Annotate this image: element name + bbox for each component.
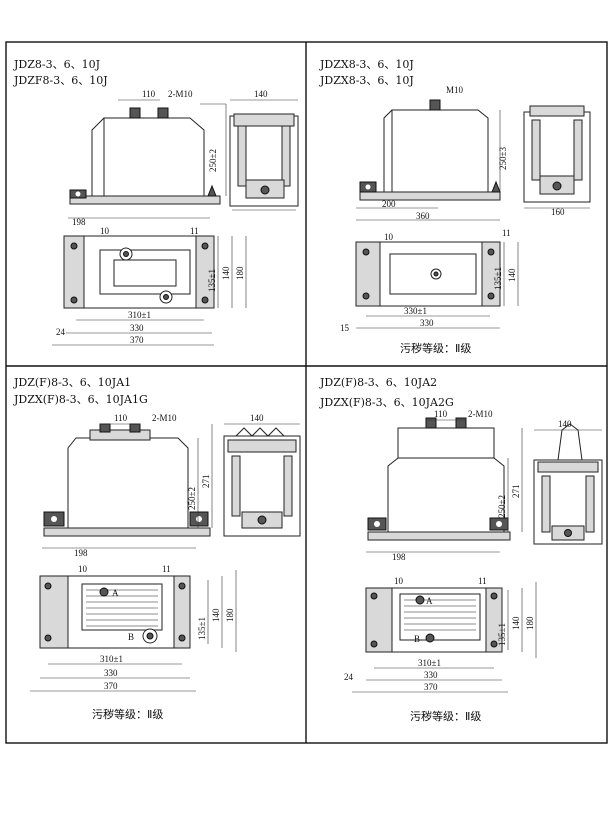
panel-2-dim-360: 360 [416,211,430,221]
panel-3-dim-180: 180 [225,608,235,622]
panel-2-side-view [523,105,591,209]
panel-2-dim-135: 135±1 [493,267,503,290]
panel-4-dim-24: 24 [344,672,354,682]
panel-3-mark-a: A [112,588,119,598]
panel-3-dim-11: 11 [162,564,171,574]
panel-1-model-2: JDZF8-3、6、10J [13,74,108,87]
panel-4-dim-271: 271 [511,485,521,499]
panel-4-mark-a: A [426,596,433,606]
panel-4-mark-b: B [414,634,420,644]
panel-3-dim-250: 250±2 [187,487,197,510]
panel-1-dim-10: 10 [100,226,110,236]
panel-2-dim-11: 11 [502,228,511,238]
panel-4-plan-view [365,587,503,653]
panel-3-dim-140: 140 [250,413,264,423]
panel-3-dim-370: 370 [104,681,118,691]
panel-1-dim-135: 135±1 [207,269,217,292]
panel-1-side-view [229,113,299,211]
panel-1-dim-180: 180 [235,266,245,280]
panel-2-grade: 污秽等级：Ⅱ级 [400,341,471,355]
panel-3-dim-140b: 140 [211,608,221,622]
panel-2-dim-m10: M10 [446,85,464,95]
panel-1-dim-330: 330 [130,323,144,333]
panel-4-model-1: JDZ(F)8-3、6、10JA2 [319,376,437,389]
panel-3-dim-271: 271 [201,475,211,489]
panel-1-dim-198: 198 [72,217,86,227]
panel-1-dim-110: 110 [142,89,156,99]
panel-4-front-view [367,417,511,541]
panel-1-dim-370: 370 [130,335,144,345]
panel-2-dim-15: 15 [340,323,350,333]
panel-2-dim-160: 160 [551,207,565,217]
panel-1: JDZ8-3、6、10J JDZF8-3、6、10J 110 2-M10 250… [13,58,299,346]
panel-4-dim-140: 140 [558,419,572,429]
panel-3-dim-310: 310±1 [100,654,123,664]
panel-3: JDZ(F)8-3、6、10JA1 JDZX(F)8-3、6、10JA1G 11… [13,376,301,721]
panel-4-dim-310: 310±1 [418,658,441,668]
panel-3-dim-10: 10 [78,564,88,574]
panel-1-dim-250: 250±2 [208,149,218,172]
panel-2-front-view [359,99,501,201]
panel-1-dim-310: 310±1 [128,310,151,320]
panel-2-dim-200: 200 [382,199,396,209]
panel-3-dim-2m10: 2-M10 [152,413,177,423]
panel-1-model-1: JDZ8-3、6、10J [13,58,100,71]
panel-4-dim-330: 330 [424,670,438,680]
panel-4: JDZ(F)8-3、6、10JA2 JDZX(F)8-3、6、10JA2G 11… [319,376,603,723]
panel-3-dim-330: 330 [104,668,118,678]
panel-2-dim-250: 250±3 [498,147,508,170]
panel-4-grade: 污秽等级：Ⅱ级 [410,709,481,723]
panel-1-dim-2m10: 2-M10 [168,89,193,99]
panel-4-dim-370: 370 [424,682,438,692]
panel-2-model-2: JDZX8-3、6、10J [319,74,414,87]
panel-2-model-1: JDZX8-3、6、10J [319,58,414,71]
panel-3-front-view [43,423,211,537]
panel-4-dim-10: 10 [394,576,404,586]
panel-3-mark-b: B [128,632,134,642]
panel-4-dim-135: 135±1 [497,623,507,646]
panel-4-model-2: JDZX(F)8-3、6、10JA2G [319,396,454,409]
panel-4-dim-110: 110 [434,409,448,419]
panel-3-model-2: JDZX(F)8-3、6、10JA1G [13,393,148,406]
panel-4-dim-2m10: 2-M10 [468,409,493,419]
panel-2-dim-10: 10 [384,232,394,242]
panel-4-dim-180: 180 [525,616,535,630]
panel-3-plan-view [39,575,191,649]
panel-4-dim-140b: 140 [511,616,521,630]
panel-1-dim-140: 140 [254,89,268,99]
panel-4-dim-250: 250±2 [497,495,507,518]
panel-3-dim-135: 135±1 [197,617,207,640]
panel-3-dim-110: 110 [114,413,128,423]
panel-3-grade: 污秽等级：Ⅱ级 [92,707,163,721]
panel-1-dim-11: 11 [190,226,199,236]
panel-2-dim-140b: 140 [507,268,517,282]
panel-4-side-view [533,423,603,545]
panel-1-dim-140b: 140 [221,266,231,280]
panel-4-dim-198: 198 [392,552,406,562]
panel-1-dim-24: 24 [56,327,66,337]
panel-2-dim-330: 330 [420,318,434,328]
panel-3-side-view [223,427,301,537]
panel-3-dim-198: 198 [74,548,88,558]
panel-2-plan-view [355,241,501,307]
panel-2-dim-330pm: 330±1 [404,306,427,316]
panel-4-dim-11: 11 [478,576,487,586]
panel-2: JDZX8-3、6、10J JDZX8-3、6、10J M10 250±3 20… [319,58,591,355]
panel-3-model-1: JDZ(F)8-3、6、10JA1 [13,376,131,389]
panel-1-front-view [69,107,221,205]
panel-1-plan-view [63,235,215,309]
